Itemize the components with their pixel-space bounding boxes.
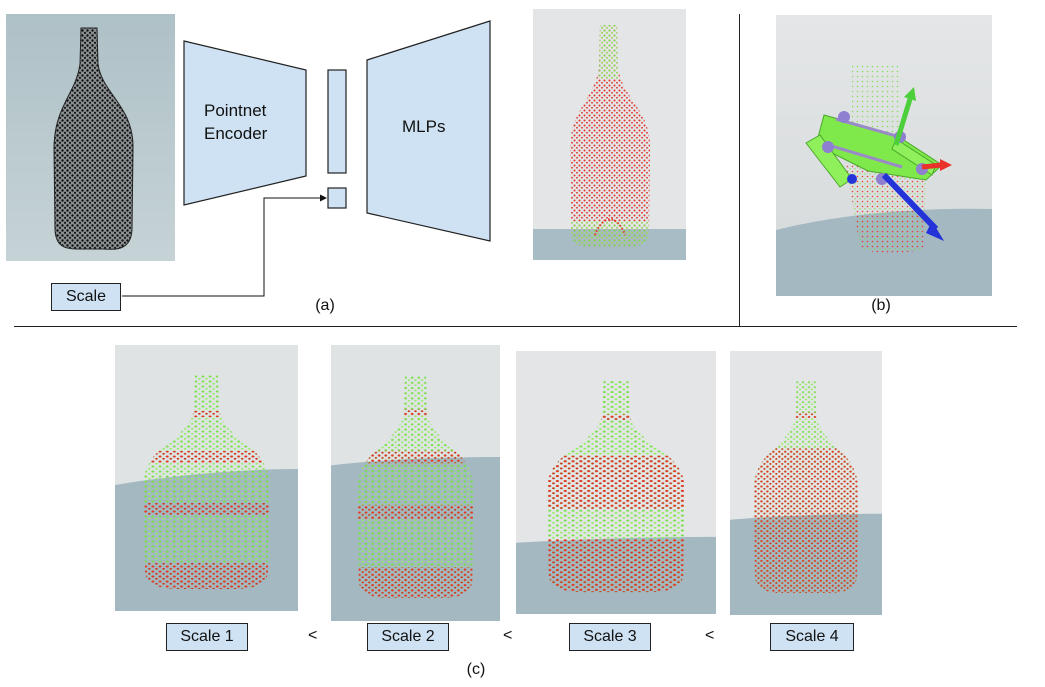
scale-1-segmentation-image — [115, 345, 298, 611]
pointnet-encoder-label: Pointnet Encoder — [204, 101, 268, 143]
mlp-block — [366, 20, 491, 242]
vertical-divider — [739, 14, 740, 326]
caption-a: (a) — [315, 297, 335, 314]
scale-4-label: Scale 4 — [770, 623, 854, 651]
scale-3-label: Scale 3 — [569, 623, 651, 651]
scale-4-segmentation-image — [730, 351, 882, 615]
scale-1-label: Scale 1 — [166, 623, 248, 651]
grasp-pose-image — [776, 15, 992, 296]
less-than-separator-1: < — [308, 627, 318, 644]
scale-connector-arrow — [122, 194, 327, 297]
input-point-cloud-image — [6, 14, 175, 261]
less-than-separator-2: < — [503, 627, 513, 644]
caption-b: (b) — [871, 297, 891, 314]
mlp-label: MLPs — [402, 117, 446, 136]
scale-2-label: Scale 2 — [367, 623, 449, 651]
horizontal-divider — [14, 326, 1017, 327]
latent-feature-vector — [327, 69, 347, 174]
caption-c: (c) — [466, 661, 486, 678]
scale-feature-vector — [327, 187, 347, 209]
scale-3-segmentation-image — [516, 351, 716, 614]
pointnet-encoder-block — [183, 40, 307, 206]
scale-input-box: Scale — [51, 283, 121, 311]
output-segmentation-image — [533, 9, 686, 260]
scale-2-segmentation-image — [331, 345, 500, 621]
less-than-separator-3: < — [705, 627, 715, 644]
